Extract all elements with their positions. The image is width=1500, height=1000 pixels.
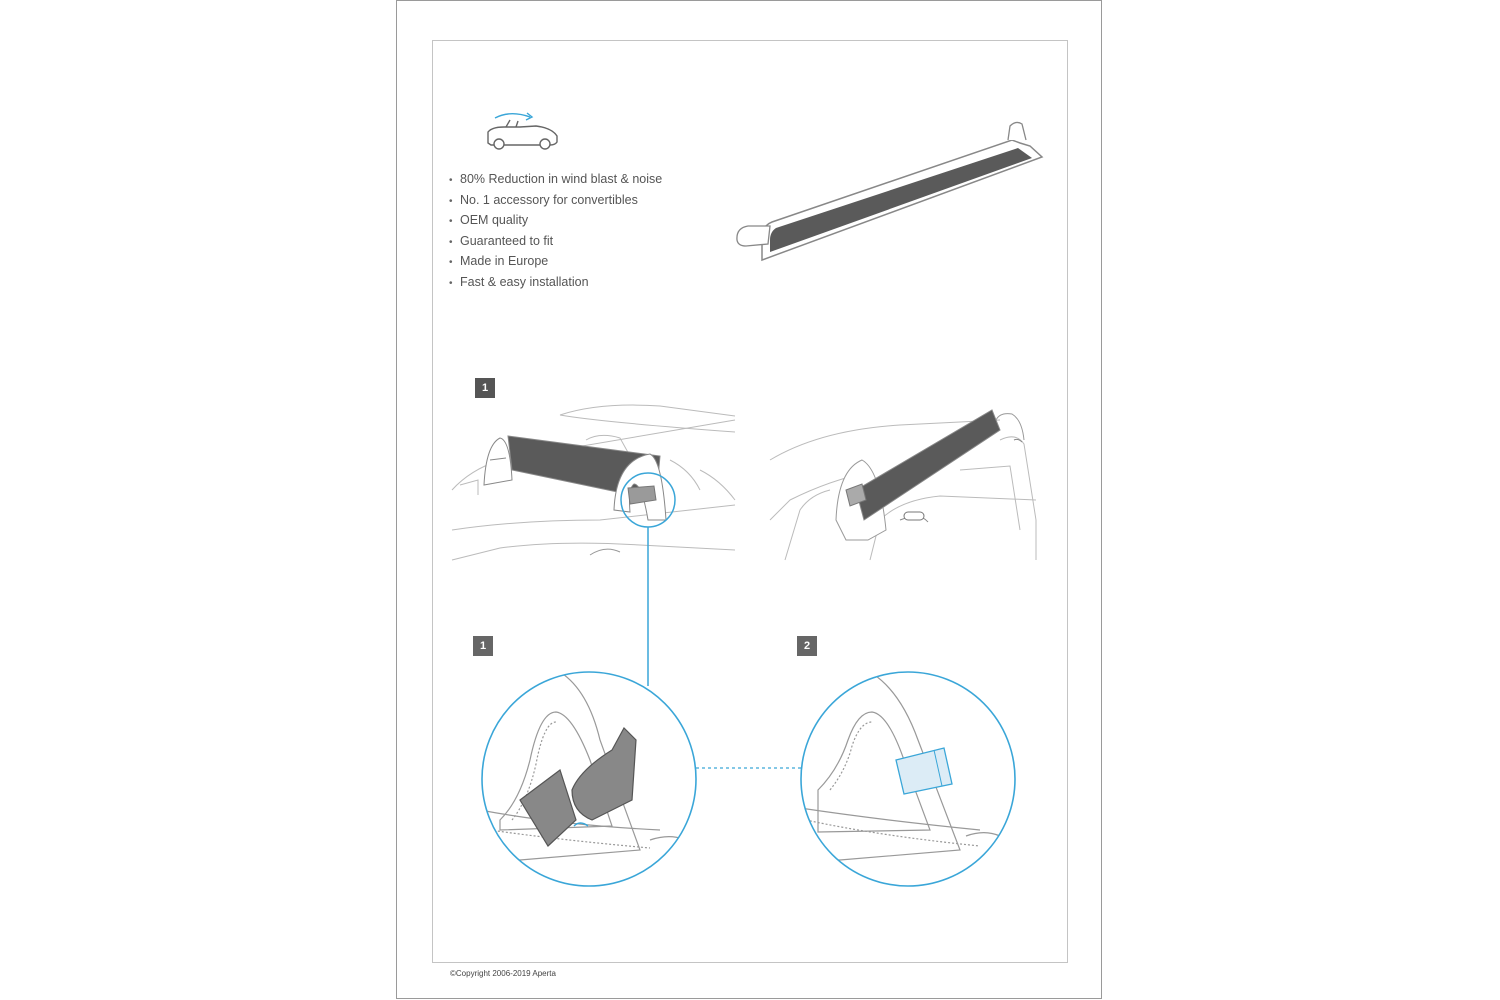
wind-deflector-product-image <box>736 121 1044 262</box>
content-frame <box>432 40 1068 963</box>
feature-item: No. 1 accessory for convertibles <box>449 191 662 212</box>
installation-scene-left <box>451 404 736 561</box>
feature-item: Guaranteed to fit <box>449 232 662 253</box>
step-badge-bottom-right: 2 <box>797 636 817 656</box>
strap-detail-after <box>800 671 1016 887</box>
step-badge-top-left: 1 <box>475 378 495 398</box>
step-badge-bottom-left: 1 <box>473 636 493 656</box>
strap-detail-before <box>481 671 697 887</box>
copyright-notice: ©Copyright 2006-2019 Aperta <box>450 969 556 978</box>
feature-item: 80% Reduction in wind blast & noise <box>449 170 662 191</box>
feature-list: 80% Reduction in wind blast & noise No. … <box>449 170 662 293</box>
feature-item: Fast & easy installation <box>449 273 662 294</box>
installation-scene-right <box>769 409 1037 561</box>
feature-item: Made in Europe <box>449 252 662 273</box>
convertible-car-icon <box>487 112 558 150</box>
feature-item: OEM quality <box>449 211 662 232</box>
